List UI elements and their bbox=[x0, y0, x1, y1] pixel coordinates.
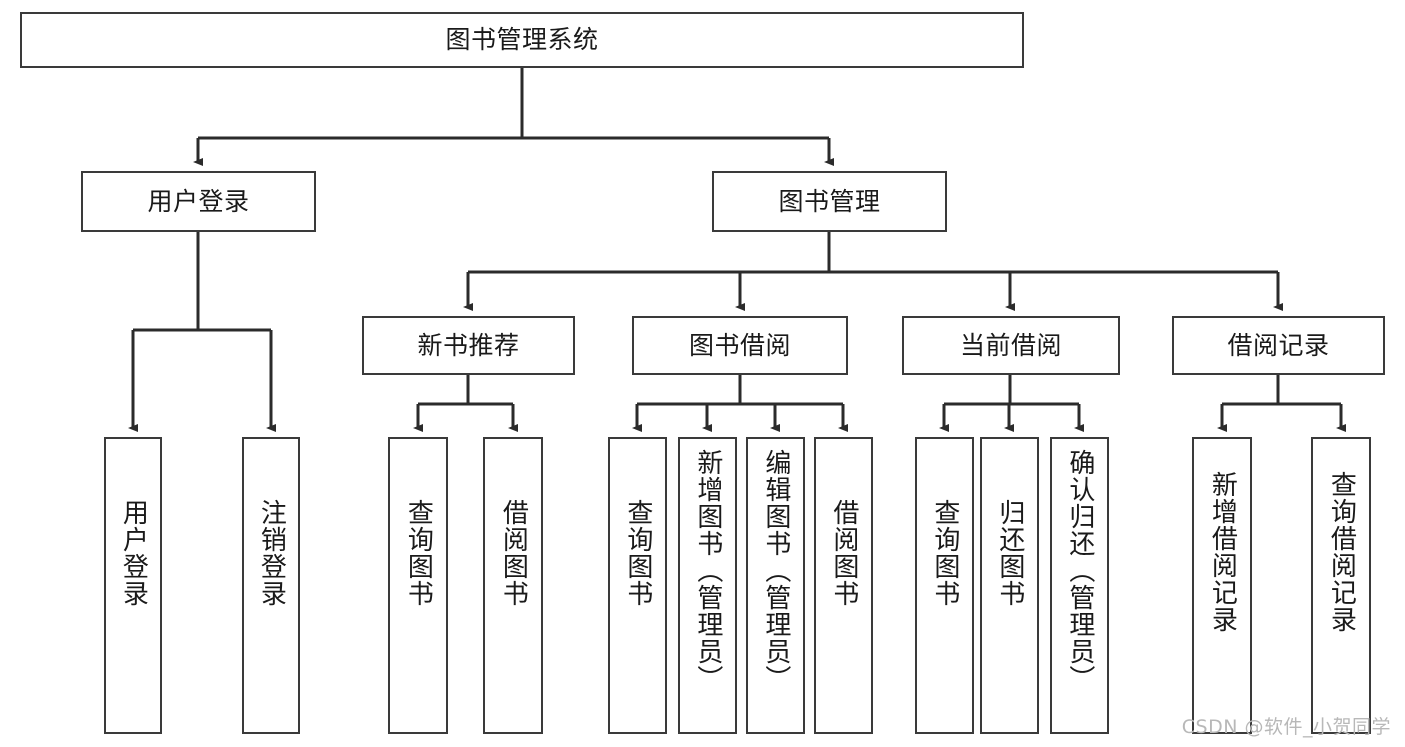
node-root-book-management-system[interactable]: 图书管理系统 bbox=[20, 12, 1024, 68]
leaf-edit-book-admin[interactable]: 编辑图书（管理员） bbox=[746, 437, 805, 734]
node-label: 新增图书（管理员） bbox=[692, 449, 723, 692]
node-label: 当前借阅 bbox=[959, 330, 1062, 360]
leaf-add-borrow-record[interactable]: 新增借阅记录 bbox=[1192, 437, 1252, 734]
node-book-management[interactable]: 图书管理 bbox=[712, 171, 947, 232]
leaf-query-books-current[interactable]: 查询图书 bbox=[915, 437, 974, 734]
node-label: 新书推荐 bbox=[417, 330, 520, 360]
node-user-login[interactable]: 用户登录 bbox=[81, 171, 316, 232]
leaf-logout[interactable]: 注销登录 bbox=[242, 437, 300, 734]
leaf-borrow-books-recommendation[interactable]: 借阅图书 bbox=[483, 437, 543, 734]
node-label: 图书管理系统 bbox=[445, 25, 599, 54]
node-label: 借阅图书 bbox=[498, 499, 529, 607]
node-label: 图书借阅 bbox=[688, 330, 791, 360]
node-label: 图书管理 bbox=[778, 186, 881, 216]
leaf-confirm-return-admin[interactable]: 确认归还（管理员） bbox=[1050, 437, 1109, 734]
node-book-borrow[interactable]: 图书借阅 bbox=[632, 316, 848, 375]
node-label: 查询借阅记录 bbox=[1326, 471, 1357, 633]
node-label: 借阅记录 bbox=[1227, 330, 1330, 360]
node-label: 查询图书 bbox=[622, 499, 653, 607]
leaf-query-borrow-record[interactable]: 查询借阅记录 bbox=[1311, 437, 1371, 734]
node-label: 用户登录 bbox=[118, 499, 149, 607]
node-label: 编辑图书（管理员） bbox=[760, 449, 791, 692]
leaf-query-books-borrow[interactable]: 查询图书 bbox=[608, 437, 667, 734]
leaf-return-books[interactable]: 归还图书 bbox=[980, 437, 1039, 734]
node-label: 查询图书 bbox=[929, 499, 960, 607]
leaf-borrow-books[interactable]: 借阅图书 bbox=[814, 437, 873, 734]
leaf-add-book-admin[interactable]: 新增图书（管理员） bbox=[678, 437, 737, 734]
leaf-query-books-recommendation[interactable]: 查询图书 bbox=[388, 437, 448, 734]
node-label: 确认归还（管理员） bbox=[1064, 449, 1095, 692]
node-new-book-recommendation[interactable]: 新书推荐 bbox=[362, 316, 575, 375]
node-label: 归还图书 bbox=[994, 499, 1025, 607]
node-label: 查询图书 bbox=[403, 499, 434, 607]
node-label: 注销登录 bbox=[256, 499, 287, 607]
leaf-user-login[interactable]: 用户登录 bbox=[104, 437, 162, 734]
node-label: 用户登录 bbox=[147, 186, 250, 216]
node-current-borrow[interactable]: 当前借阅 bbox=[902, 316, 1120, 375]
node-borrow-record[interactable]: 借阅记录 bbox=[1172, 316, 1385, 375]
node-label: 借阅图书 bbox=[828, 499, 859, 607]
node-label: 新增借阅记录 bbox=[1207, 471, 1238, 633]
